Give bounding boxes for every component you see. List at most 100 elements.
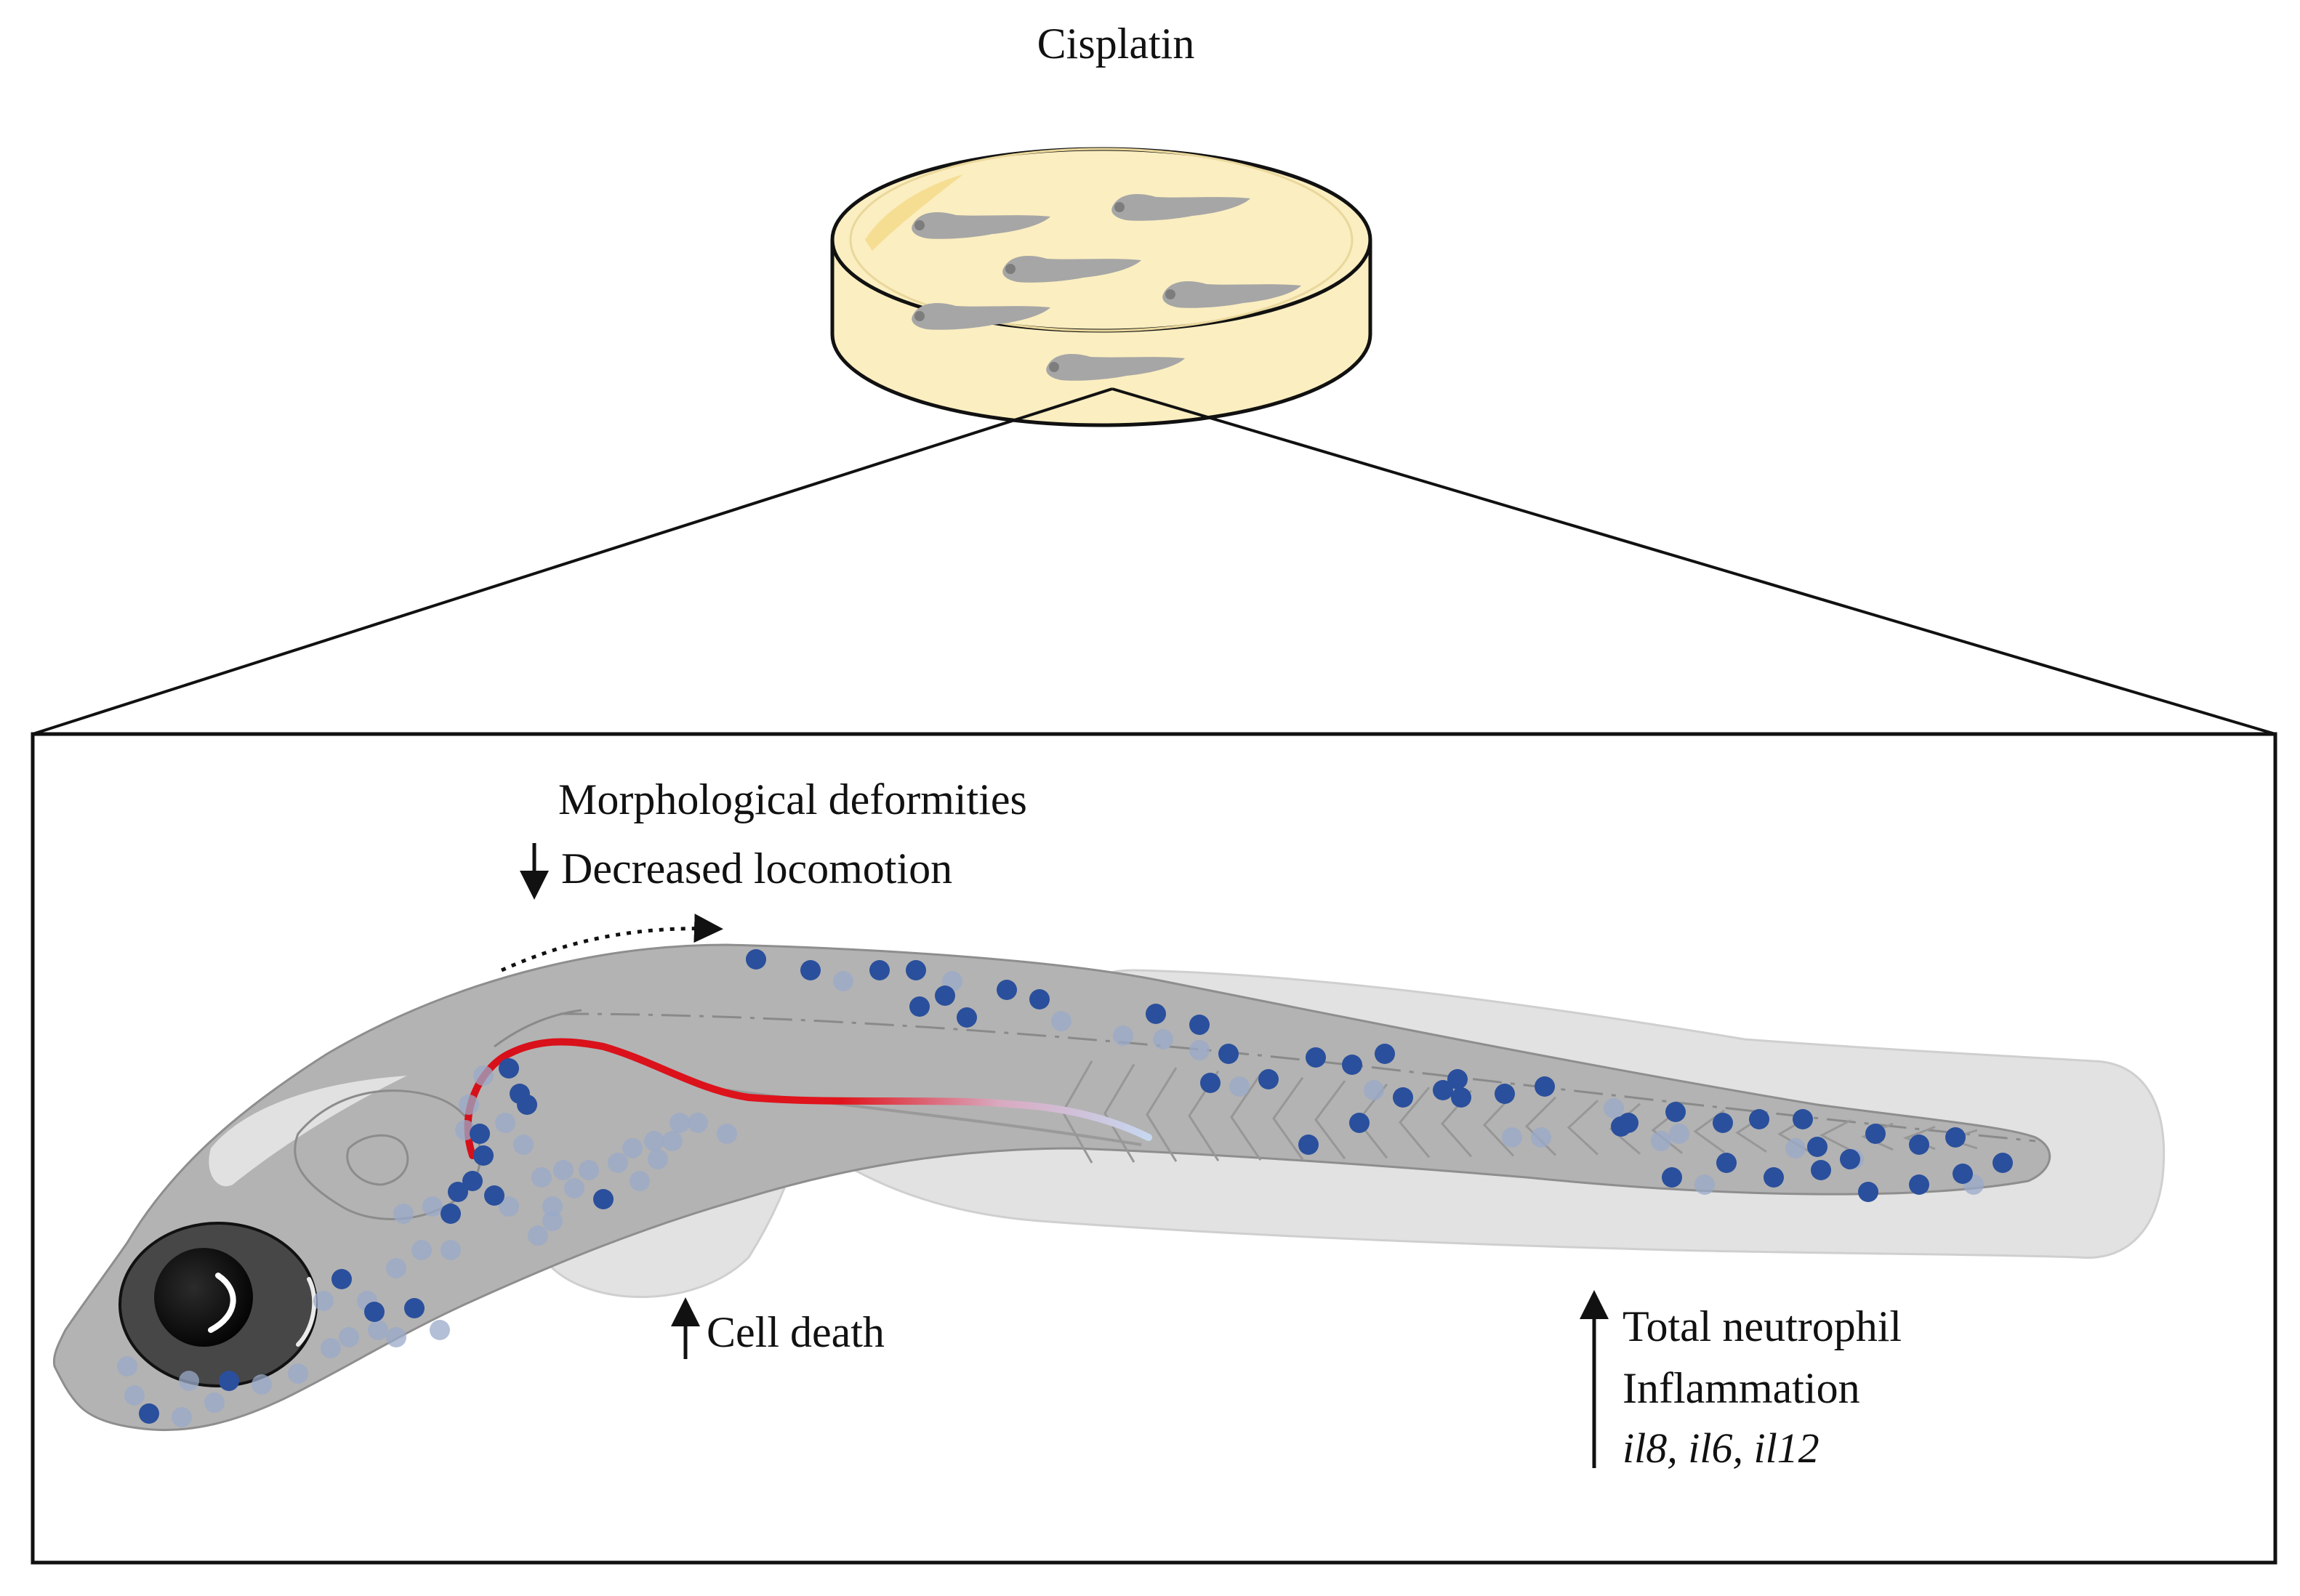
neutrophil (1349, 1113, 1370, 1133)
neutrophil (473, 1145, 494, 1166)
neutrophil (1716, 1153, 1737, 1173)
dish-larva-eye (1114, 202, 1125, 212)
dorsal-line (494, 1009, 582, 1048)
neutrophil (800, 960, 821, 980)
neutrophil (869, 960, 890, 980)
diagram-title: Cisplatin (1037, 20, 1195, 68)
neutrophil (1258, 1069, 1279, 1089)
neutrophil-faint (1669, 1124, 1689, 1144)
neutrophil (935, 986, 955, 1006)
dish-larva-eye (1049, 362, 1059, 372)
neutrophil (1495, 1084, 1515, 1104)
zoom-line-right (1111, 387, 2276, 735)
neutrophil-faint (1785, 1138, 1806, 1158)
neutrophil (441, 1204, 461, 1224)
eye-pupil (154, 1248, 253, 1347)
neutrophil (499, 1058, 519, 1079)
neutrophil-faint (339, 1327, 359, 1347)
neutrophil-faint (542, 1211, 563, 1231)
neutrophil (470, 1124, 490, 1144)
petri-dish-highlight (865, 174, 963, 251)
neutrophil (1218, 1044, 1239, 1064)
neutrophil-faint (252, 1374, 272, 1395)
petri-dish-medium (830, 147, 1372, 333)
somite-chevron (1272, 1076, 1304, 1161)
neutrophil (1447, 1069, 1468, 1089)
cell-death-label: Cell death (707, 1308, 885, 1356)
neutrophil-faint (553, 1160, 574, 1180)
dish-larva-eye (1005, 264, 1016, 274)
neutrophil-faint (386, 1327, 406, 1347)
neutrophil-faint (393, 1204, 414, 1224)
dish-larva-eye (914, 311, 925, 321)
blood-vessel (464, 1038, 1152, 1159)
neutrophil-faint (368, 1320, 388, 1340)
neutrophil (1945, 1127, 1966, 1148)
neutrophil-faint (542, 1196, 563, 1217)
neutrophil-faint (1531, 1127, 1551, 1148)
neutrophil-faint (513, 1134, 534, 1155)
somite-chevron (1482, 1093, 1515, 1157)
neutrophil-faint (670, 1113, 690, 1133)
neutrophil-faint (1694, 1174, 1715, 1195)
neutrophil (1953, 1164, 1973, 1184)
cytokines-label: il8, il6, il12 (1623, 1424, 1820, 1472)
neutrophil (1375, 1044, 1395, 1064)
neutrophil (1665, 1102, 1686, 1122)
neutrophil-faint (528, 1225, 548, 1246)
neutrophil (1764, 1167, 1784, 1188)
dish-larva (912, 302, 1050, 330)
petri-dish (830, 147, 1372, 427)
eye-rim-glint (296, 1277, 317, 1347)
neutrophil-faint (1651, 1131, 1671, 1151)
neutrophil (462, 1171, 483, 1191)
neutrophil (1535, 1076, 1555, 1097)
neutrophil-faint (321, 1338, 341, 1358)
neutrophil-faint (608, 1153, 628, 1173)
somite-chevron (1103, 1063, 1135, 1163)
neutrophil (1807, 1137, 1827, 1157)
dish-larva (1046, 353, 1185, 381)
neutrophil (1793, 1109, 1813, 1129)
neutrophil-faint (459, 1095, 479, 1115)
neutrophil (1306, 1047, 1326, 1068)
neutrophil (484, 1185, 504, 1206)
dish-larva (1162, 281, 1301, 308)
neutrophil-faint (648, 1149, 668, 1169)
neutrophil-faint (1113, 1025, 1133, 1046)
locomotion-curved-arrow (500, 914, 723, 972)
neutrophil (1858, 1182, 1878, 1202)
neutrophil-faint (1153, 1029, 1173, 1049)
head-highlight (209, 1076, 407, 1187)
fish-body (52, 943, 2051, 1432)
neutrophil-faint (1189, 1040, 1210, 1060)
neutrophil-faint (430, 1320, 450, 1340)
neutrophil-faint (204, 1393, 225, 1413)
locomotion-label: Decreased locomotion (561, 845, 952, 892)
neutrophil-faint (1229, 1076, 1250, 1097)
somite-chevron (1609, 1103, 1641, 1155)
neutrophil (1451, 1087, 1471, 1108)
petri-dish-rim (849, 148, 1354, 332)
neutrophil-faint (717, 1124, 737, 1144)
neutrophil (593, 1189, 614, 1209)
neutrophil-faint (564, 1178, 584, 1198)
eye-glint (208, 1273, 236, 1333)
neutrophil-label: Total neutrophil (1623, 1302, 1902, 1350)
somite-chevron (1399, 1087, 1431, 1158)
neutrophil-faint (386, 1258, 406, 1278)
somite-chevron (1230, 1073, 1262, 1161)
neutrophil (997, 980, 1017, 1000)
dish-larva (1002, 255, 1141, 283)
neutrophil (1909, 1174, 1929, 1195)
neutrophil (1840, 1149, 1860, 1169)
neutrophil (1200, 1073, 1221, 1093)
neutrophil-faint (117, 1356, 137, 1377)
neutrophil (1146, 1004, 1166, 1024)
neutrophil-faint (1051, 1011, 1071, 1031)
inflammation-label: Inflammation (1623, 1364, 1860, 1412)
dish-larva-eye (914, 220, 925, 230)
neutrophil-faint (179, 1371, 199, 1391)
dish-larva-eye (1165, 289, 1175, 299)
